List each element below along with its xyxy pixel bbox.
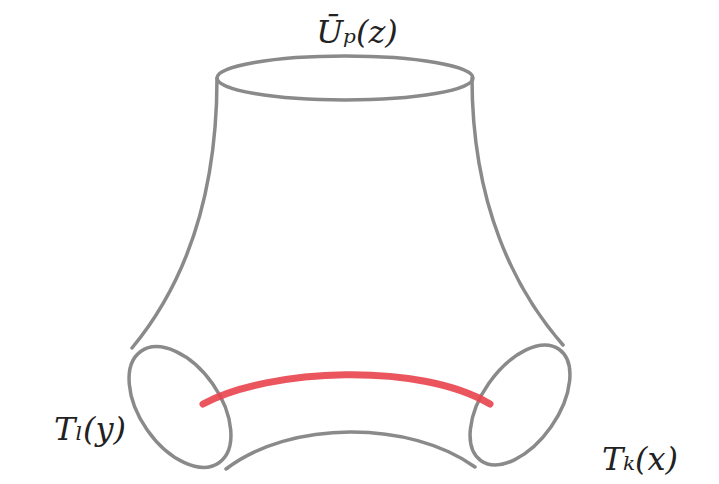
boundary-circle — [217, 56, 473, 100]
red-curve — [203, 375, 490, 404]
surface-outline — [472, 78, 563, 345]
boundary-circle — [450, 328, 590, 483]
surface-outline — [226, 432, 475, 469]
surface-outline — [132, 78, 217, 348]
boundary-label: Tₖ(x) — [602, 442, 678, 477]
boundary-circle — [108, 328, 252, 484]
boundary-label: Ūₚ(z) — [316, 15, 398, 50]
boundary-label: Tₗ(y) — [54, 412, 126, 447]
